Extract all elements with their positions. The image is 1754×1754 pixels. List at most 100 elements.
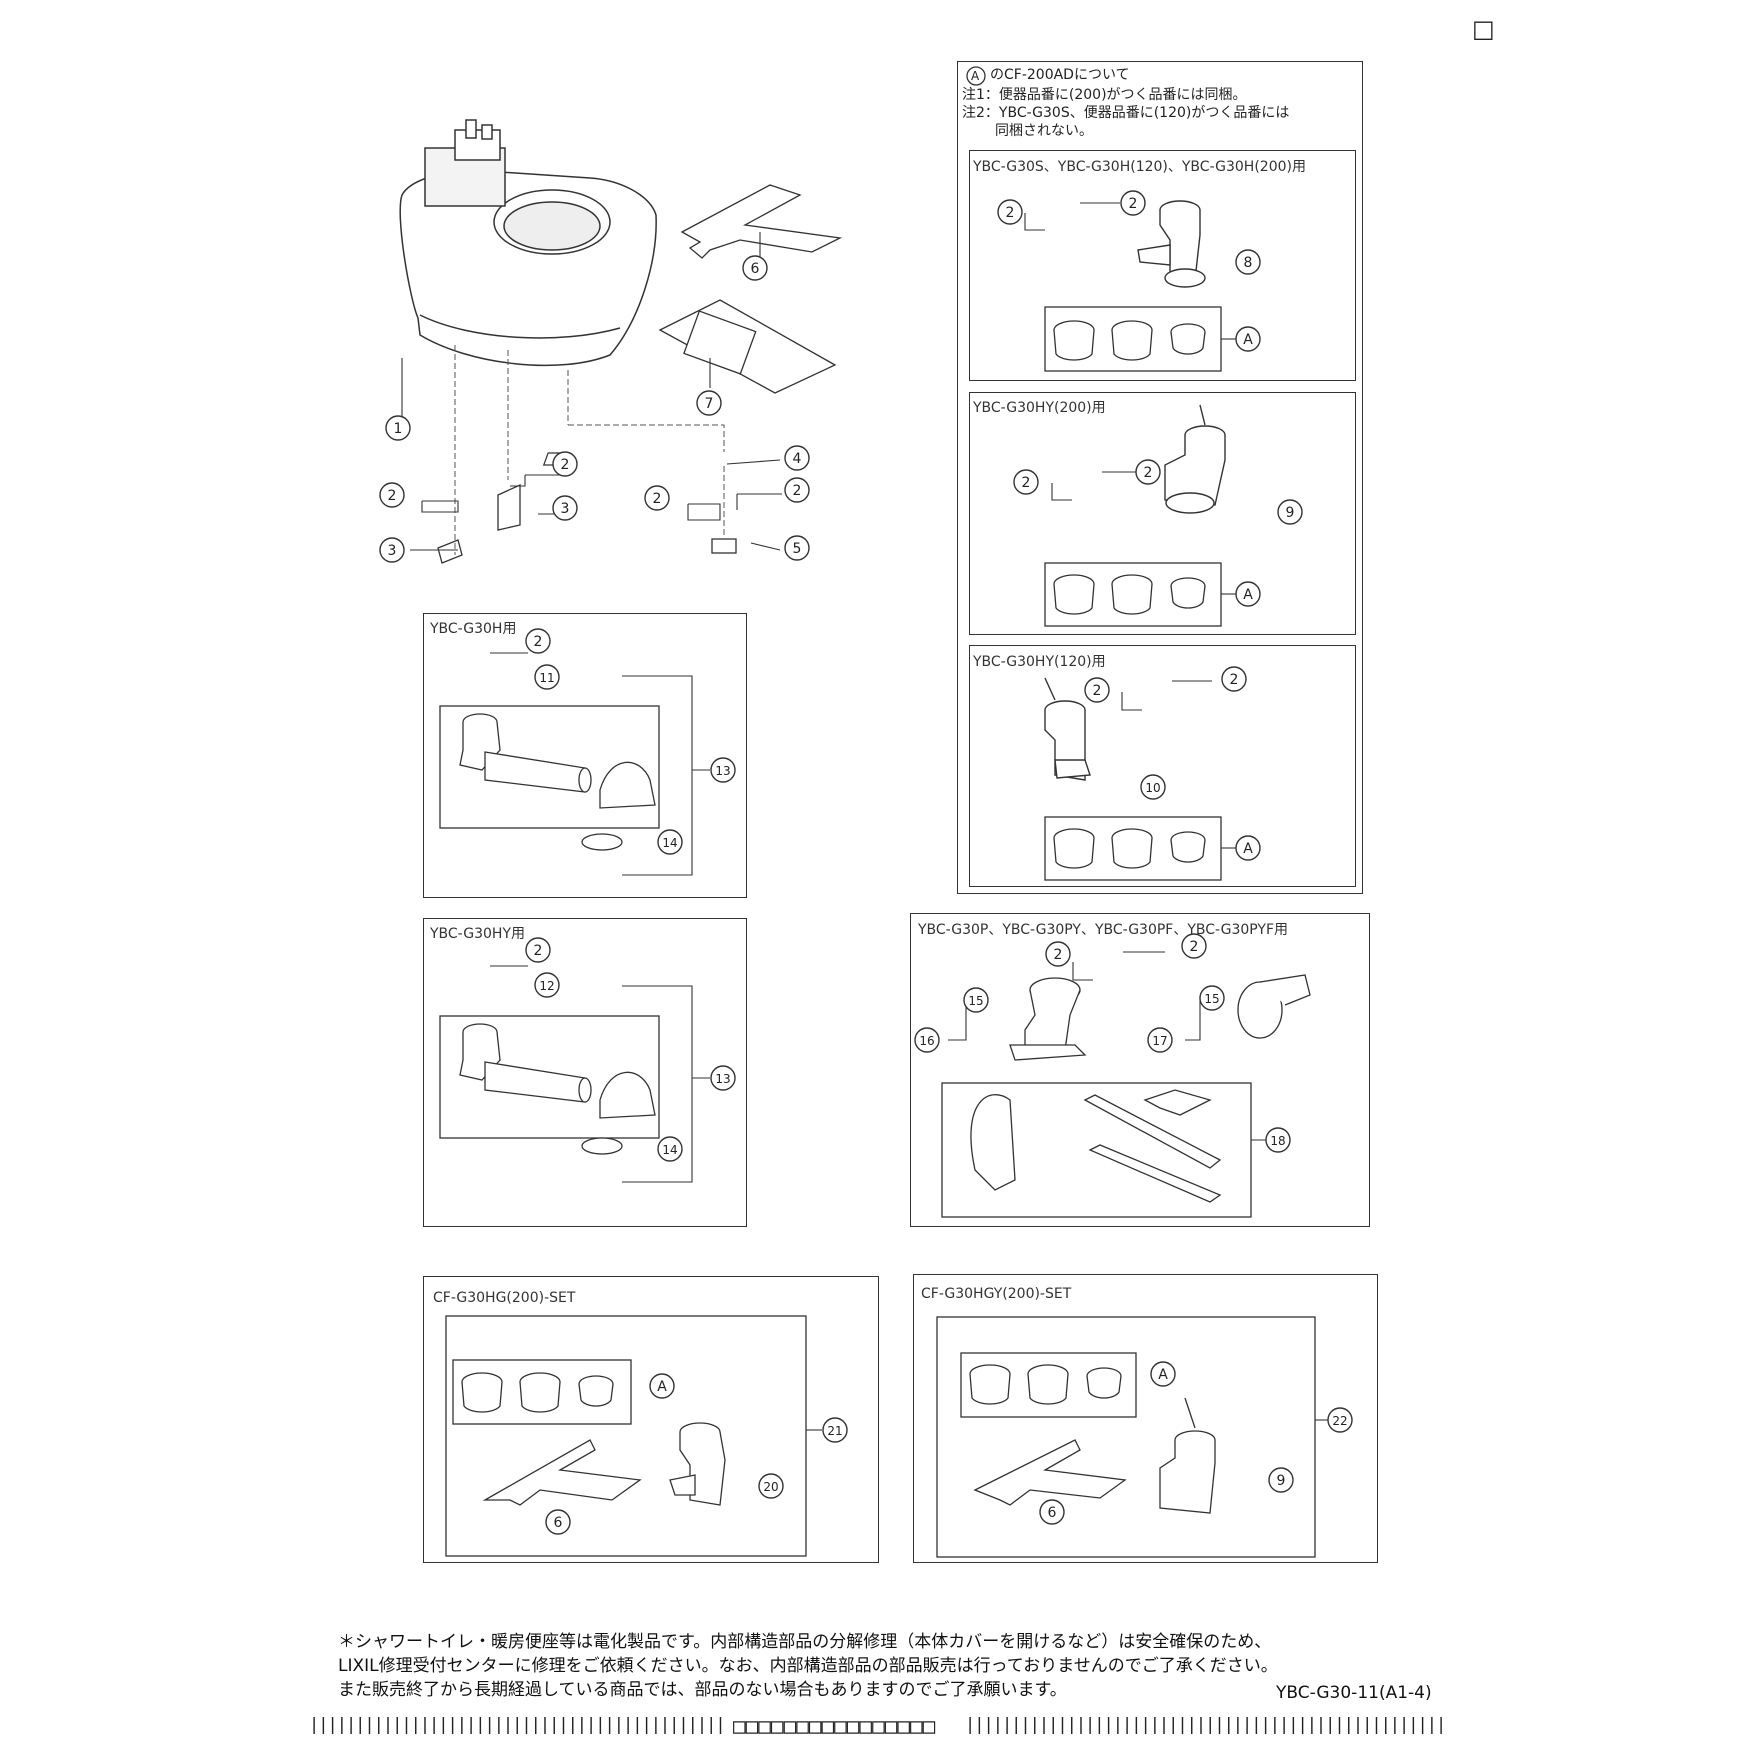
callout-2: 2 [552, 451, 578, 477]
callout-2: 2 [644, 485, 670, 511]
note-2: 注2：YBC-G30S、便器品番に(120)がつく品番には [962, 105, 1290, 121]
callout-label: 2 [1054, 947, 1063, 963]
panel-g30h-title: YBC-G30H用 [430, 621, 517, 637]
callout-label: 2 [1022, 475, 1031, 491]
callout-label: 2 [1093, 683, 1102, 699]
callout-14: 14 [657, 829, 683, 855]
callout-2: 2 [525, 628, 551, 654]
callout-label: 15 [1204, 992, 1219, 1006]
callout-8: 8 [1235, 249, 1261, 275]
callout-label: 9 [1286, 505, 1295, 521]
callout-2: 2 [1135, 459, 1161, 485]
callout-label: A [1243, 332, 1253, 348]
callout-2: 2 [1013, 469, 1039, 495]
callout-11: 11 [534, 664, 560, 690]
callout-label: 5 [793, 541, 802, 557]
callout-label: 12 [539, 979, 554, 993]
callout-7: 7 [696, 390, 722, 416]
callout-6: 6 [742, 255, 768, 281]
callout-label: A [1158, 1367, 1168, 1383]
panel-set200-title: CF-G30HG(200)-SET [433, 1290, 576, 1306]
callout-16: 16 [914, 1027, 940, 1053]
callout-2: 2 [1181, 933, 1207, 959]
callout-label: 14 [662, 836, 677, 850]
callout-18: 18 [1265, 1127, 1291, 1153]
callout-label: 2 [1144, 465, 1153, 481]
callout-13: 13 [710, 1065, 736, 1091]
page-checkbox[interactable]: □ [1472, 15, 1495, 43]
callout-label: 20 [763, 1480, 778, 1494]
note-2-cont: 同梱されない。 [995, 123, 1093, 139]
callout-22: 22 [1327, 1407, 1353, 1433]
callout-2: 2 [1221, 666, 1247, 692]
panel-sety200-title: CF-G30HGY(200)-SET [921, 1286, 1072, 1302]
callout-17: 17 [1147, 1027, 1173, 1053]
callout-label: 2 [1006, 205, 1015, 221]
callout-2: 2 [379, 482, 405, 508]
callout-label: 22 [1332, 1414, 1347, 1428]
callout-14: 14 [657, 1136, 683, 1162]
callout-label: 2 [534, 943, 543, 959]
callout-label: 17 [1152, 1034, 1167, 1048]
callout-A: A [1150, 1361, 1176, 1387]
callout-10: 10 [1140, 774, 1166, 800]
callout-2: 2 [1120, 190, 1146, 216]
callout-3: 3 [552, 495, 578, 521]
callout-label: 11 [539, 671, 554, 685]
note-title: のCF-200ADについて [990, 67, 1130, 83]
callout-9: 9 [1268, 1467, 1294, 1493]
callout-label: 6 [1048, 1505, 1057, 1521]
panel-g30p [910, 913, 1370, 1227]
callout-label: 2 [561, 457, 570, 473]
panel-g30h [423, 613, 747, 898]
callout-label: 10 [1145, 781, 1160, 795]
callout-2: 2 [997, 199, 1023, 225]
note-marker: A [971, 69, 980, 83]
callout-label: 2 [1230, 672, 1239, 688]
callout-label: A [1243, 587, 1253, 603]
callout-label: 7 [705, 396, 714, 412]
footer-line-2: LIXIL修理受付センターに修理をご依頼ください。なお、内部構造部品の部品販売は… [338, 1656, 1278, 1676]
callout-label: 14 [662, 1143, 677, 1157]
panel-g30hy [423, 918, 747, 1227]
callout-label: 6 [751, 261, 760, 277]
callout-label: 13 [715, 1072, 730, 1086]
callout-label: 16 [919, 1034, 934, 1048]
panel-g30hy200-title: YBC-G30HY(200)用 [973, 400, 1106, 416]
callout-label: 13 [715, 764, 730, 778]
panel-g30s [969, 150, 1356, 381]
callout-label: 15 [968, 994, 983, 1008]
callout-label: 6 [554, 1515, 563, 1531]
callout-1: 1 [385, 415, 411, 441]
callout-2: 2 [525, 937, 551, 963]
barcode-right: ||||||||||||||||||||||||||||||||||||||||… [965, 1715, 1446, 1735]
callout-label: 2 [534, 634, 543, 650]
callout-15: 15 [963, 987, 989, 1013]
callout-label: 2 [653, 491, 662, 507]
callout-4: 4 [784, 445, 810, 471]
callout-6: 6 [545, 1509, 571, 1535]
callout-2: 2 [1084, 677, 1110, 703]
callout-3: 3 [379, 537, 405, 563]
callout-label: 4 [793, 451, 802, 467]
panel-sety200 [913, 1274, 1378, 1563]
callout-A: A [1235, 581, 1261, 607]
callout-label: 8 [1244, 255, 1253, 271]
panel-g30hy-title: YBC-G30HY用 [430, 926, 525, 942]
doc-code: YBC-G30-11(A1-4) [1276, 1683, 1432, 1703]
callout-21: 21 [822, 1417, 848, 1443]
panel-g30hy200 [969, 392, 1356, 635]
callout-label: A [657, 1379, 667, 1395]
callout-label: 2 [388, 488, 397, 504]
callout-A: A [1235, 835, 1261, 861]
note-1: 注1：便器品番に(200)がつく品番には同梱。 [962, 87, 1247, 103]
panel-g30s-title: YBC-G30S、YBC-G30H(120)、YBC-G30H(200)用 [973, 159, 1306, 175]
callout-label: 2 [793, 483, 802, 499]
callout-label: 1 [394, 421, 403, 437]
checkbox-row: □□□□□□□□□□□□□□□□ [733, 1714, 936, 1738]
callout-label: A [1243, 841, 1253, 857]
panel-g30hy120 [969, 645, 1356, 887]
